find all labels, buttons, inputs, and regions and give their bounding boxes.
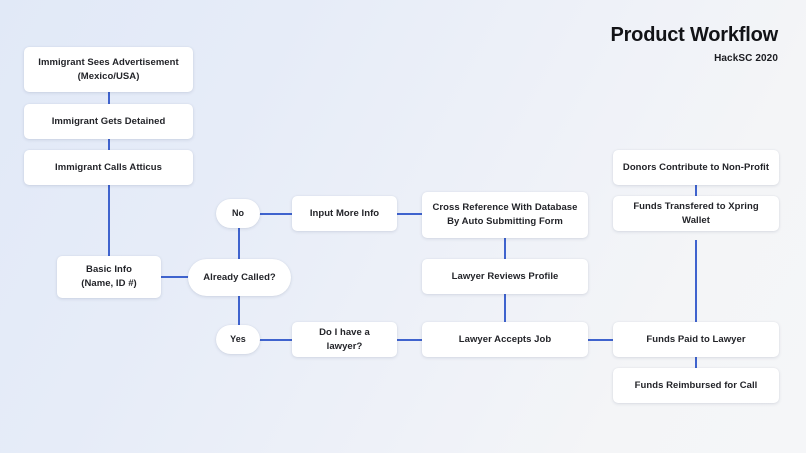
node-cross-reference-database[interactable]: Cross Reference With Database By Auto Su… (422, 192, 588, 238)
connector-already-called-to-yes (238, 295, 240, 325)
node-branch-no[interactable]: No (216, 199, 260, 228)
node-label: Do I have a lawyer? (319, 326, 370, 352)
node-label: Lawyer Accepts Job (458, 333, 552, 345)
node-label: No (231, 207, 245, 218)
node-basic-info[interactable]: Basic Info (Name, ID #) (57, 256, 161, 298)
node-label: Immigrant Gets Detained (51, 115, 166, 127)
connector-cross-reference-to-lawyer-reviews (504, 238, 506, 260)
node-donors-contribute[interactable]: Donors Contribute to Non-Profit (613, 150, 779, 185)
connector-funds-paid-to-reimbursed (695, 357, 697, 369)
connector-funds-transfered-to-funds-paid (695, 240, 697, 322)
connector-sees-ad-to-detained (108, 91, 110, 104)
node-funds-paid-to-lawyer[interactable]: Funds Paid to Lawyer (613, 322, 779, 357)
connector-basic-info-to-already-called (161, 276, 191, 278)
node-branch-yes[interactable]: Yes (216, 325, 260, 354)
node-label: Yes (230, 333, 246, 344)
node-do-i-have-a-lawyer[interactable]: Do I have a lawyer? (292, 322, 397, 357)
node-lawyer-reviews-profile[interactable]: Lawyer Reviews Profile (422, 259, 588, 294)
node-label: Immigrant Calls Atticus (55, 161, 162, 173)
connector-input-more-info-to-cross-reference (396, 213, 422, 215)
node-immigrant-sees-advertisement[interactable]: Immigrant Sees Advertisement (Mexico/USA… (24, 47, 193, 92)
node-label: Already Called? (203, 271, 276, 283)
page-subtitle: HackSC 2020 (714, 53, 778, 64)
node-label: Funds Paid to Lawyer (646, 333, 746, 345)
node-label: Funds Reimbursed for Call (634, 379, 758, 391)
connector-yes-to-do-i-have-lawyer (259, 339, 293, 341)
node-label: Immigrant Sees Advertisement (Mexico/USA… (38, 56, 179, 82)
node-input-more-info[interactable]: Input More Info (292, 196, 397, 231)
connector-do-i-have-lawyer-to-accepts (396, 339, 422, 341)
node-immigrant-gets-detained[interactable]: Immigrant Gets Detained (24, 104, 193, 139)
node-label: Funds Transfered to Xpring Wallet (633, 200, 759, 226)
node-lawyer-accepts-job[interactable]: Lawyer Accepts Job (422, 322, 588, 357)
node-immigrant-calls-atticus[interactable]: Immigrant Calls Atticus (24, 150, 193, 185)
node-funds-reimbursed-for-call[interactable]: Funds Reimbursed for Call (613, 368, 779, 403)
connector-calls-to-basic-info (108, 185, 110, 258)
page-title: Product Workflow (610, 24, 778, 46)
connector-detained-to-calls (108, 139, 110, 151)
node-already-called[interactable]: Already Called? (188, 259, 291, 296)
node-funds-transfered-xpring[interactable]: Funds Transfered to Xpring Wallet (613, 196, 779, 231)
node-label: Input More Info (309, 207, 380, 219)
node-label: Donors Contribute to Non-Profit (622, 161, 770, 173)
title-block: Product Workflow HackSC 2020 (610, 24, 778, 64)
connector-donors-to-funds-transfered (695, 185, 697, 197)
connector-no-to-input-more-info (259, 213, 293, 215)
connector-accepts-to-funds-paid (588, 339, 614, 341)
connector-lawyer-reviews-to-accepts (504, 293, 506, 323)
connector-already-called-to-no (238, 228, 240, 260)
node-label: Basic Info (Name, ID #) (81, 264, 137, 289)
node-label: Cross Reference With Database By Auto Su… (432, 202, 578, 227)
node-label: Lawyer Reviews Profile (451, 270, 559, 282)
